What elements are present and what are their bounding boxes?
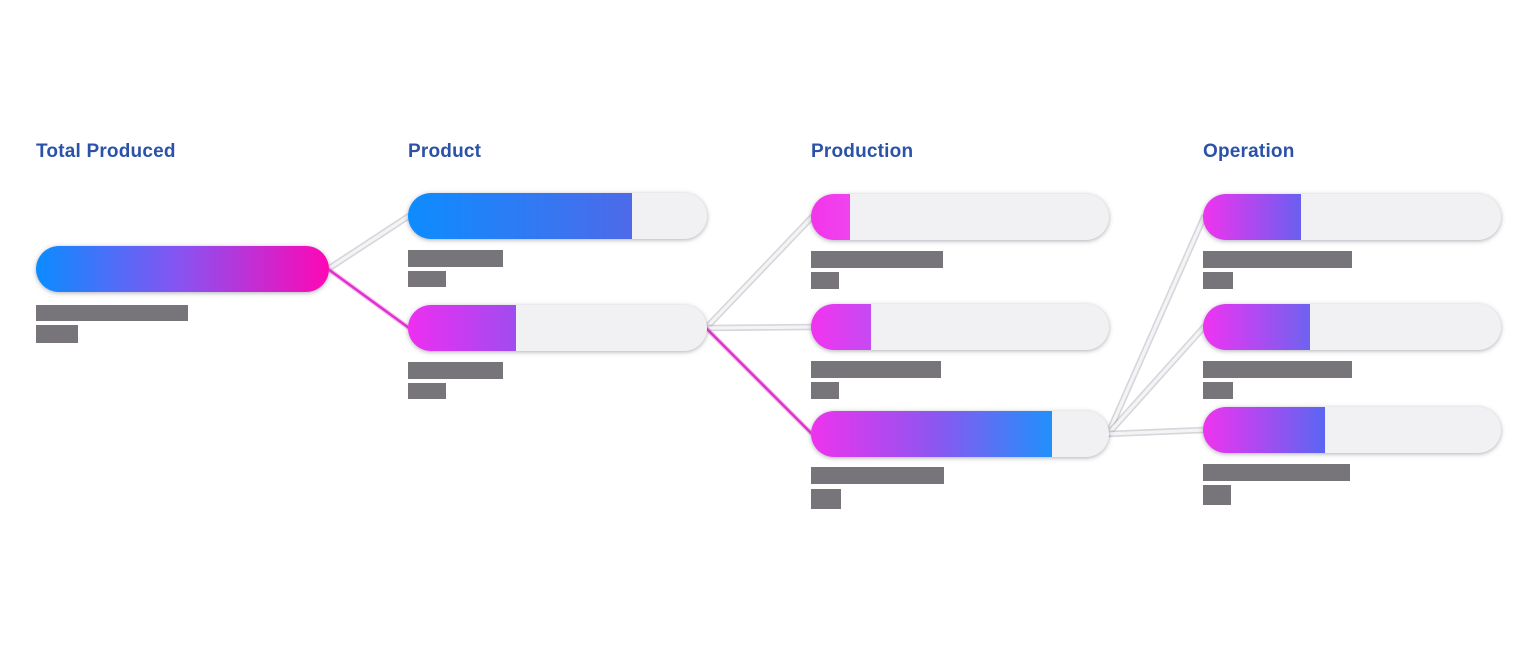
bar-fill-operation-3 xyxy=(1203,407,1326,453)
redacted-label-line1-operation-1 xyxy=(1203,251,1352,268)
redacted-label-line2-operation-3 xyxy=(1203,485,1231,505)
connector-production-3-to-operation-1 xyxy=(1106,215,1206,436)
redacted-label-line1-production-1 xyxy=(811,251,943,268)
bar-operation-2[interactable] xyxy=(1203,304,1501,350)
redacted-label-line2-production-2 xyxy=(811,382,839,399)
connector-product-2-to-production-1-shadow xyxy=(702,213,816,332)
connector-production-3-to-operation-3-shadow xyxy=(1104,426,1208,438)
bar-production-2[interactable] xyxy=(811,304,1109,350)
bar-fill-total-1 xyxy=(36,246,329,292)
connector-production-3-to-operation-1-shadow xyxy=(1104,213,1208,438)
bar-fill-production-1 xyxy=(811,194,850,240)
column-header-operation: Operation xyxy=(1203,141,1295,162)
bar-production-3[interactable] xyxy=(811,411,1109,457)
redacted-label-line1-production-3 xyxy=(811,467,944,484)
connector-production-3-to-operation-2-shadow xyxy=(1104,323,1208,438)
connector-product-2-to-production-2 xyxy=(704,325,814,330)
redacted-label-line1-production-2 xyxy=(811,361,941,378)
redacted-label-line1-total-1 xyxy=(36,305,188,321)
column-header-total-produced: Total Produced xyxy=(36,141,176,162)
column-header-production: Production xyxy=(811,141,914,162)
redacted-label-line2-operation-2 xyxy=(1203,382,1233,399)
redacted-label-line1-operation-2 xyxy=(1203,361,1352,378)
connector-product-2-to-production-3 xyxy=(704,326,814,436)
connector-product-2-to-production-2-shadow xyxy=(702,323,816,332)
redacted-label-line1-operation-3 xyxy=(1203,464,1350,481)
connector-total-1-to-product-1 xyxy=(326,214,411,271)
bar-operation-3[interactable] xyxy=(1203,407,1501,453)
bar-product-2[interactable] xyxy=(408,305,707,351)
redacted-label-line1-product-2 xyxy=(408,362,503,379)
connector-production-3-to-operation-3 xyxy=(1106,428,1206,436)
redacted-label-line2-product-1 xyxy=(408,271,446,287)
bar-production-1[interactable] xyxy=(811,194,1109,240)
connector-total-1-to-product-1-shadow xyxy=(324,212,413,273)
redacted-label-line2-production-3 xyxy=(811,489,841,509)
bar-fill-product-2 xyxy=(408,305,516,351)
connector-production-3-to-operation-2 xyxy=(1106,325,1206,436)
redacted-label-line2-operation-1 xyxy=(1203,272,1233,289)
connector-product-2-to-production-3-shadow xyxy=(703,325,815,437)
bar-fill-operation-1 xyxy=(1203,194,1302,240)
connector-total-1-to-product-2 xyxy=(326,267,411,330)
bar-total-1[interactable] xyxy=(36,246,329,292)
redacted-label-line2-total-1 xyxy=(36,325,78,343)
redacted-label-line1-product-1 xyxy=(408,250,503,267)
bar-fill-operation-2 xyxy=(1203,304,1311,350)
bar-operation-1[interactable] xyxy=(1203,194,1501,240)
bar-product-1[interactable] xyxy=(408,193,707,239)
column-header-product: Product xyxy=(408,141,482,162)
redacted-label-line2-production-1 xyxy=(811,272,839,289)
connector-total-1-to-product-2-shadow xyxy=(325,266,412,331)
bar-fill-product-1 xyxy=(408,193,633,239)
connector-product-2-to-production-1 xyxy=(704,215,814,330)
bar-fill-production-3 xyxy=(811,411,1053,457)
redacted-label-line2-product-2 xyxy=(408,383,446,399)
bar-fill-production-2 xyxy=(811,304,871,350)
